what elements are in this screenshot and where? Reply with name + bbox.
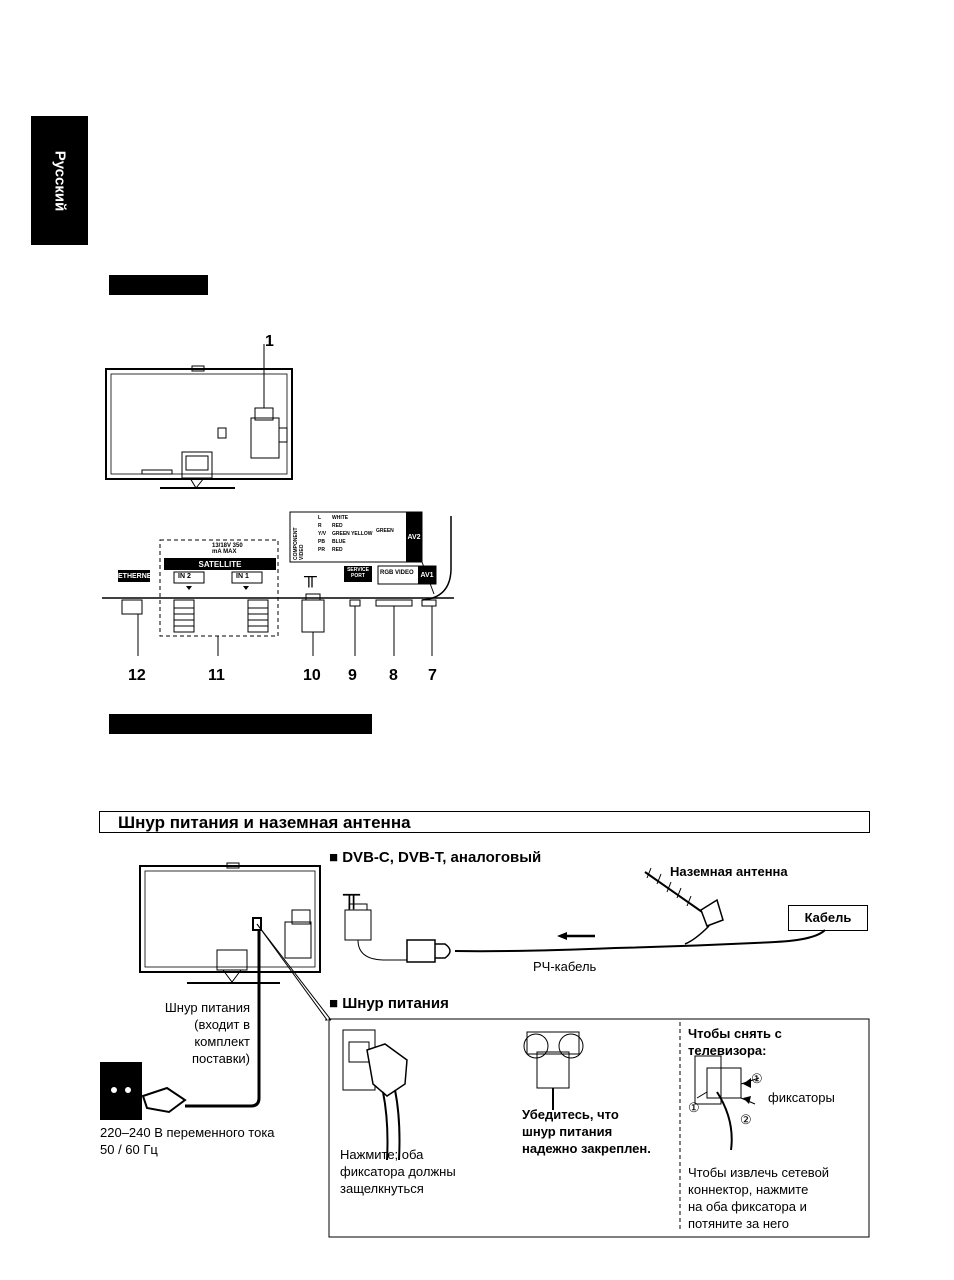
- secure-note: Убедитесь, что шнур питания надежно закр…: [522, 1107, 651, 1156]
- callout-8: 8: [389, 667, 398, 684]
- latch-mark-1b: ①: [688, 1100, 700, 1115]
- satellite-label: SATELLITE: [198, 560, 242, 569]
- sat-power-label: 13/18V 350 mA MAX: [212, 543, 243, 555]
- callout-12: 12: [128, 667, 146, 684]
- remove-note: Чтобы извлечь сетевой коннектор, нажмите…: [688, 1165, 830, 1231]
- callout-1: 1: [265, 333, 274, 350]
- press-note: Нажмите; оба фиксатора должны защелкнуть…: [340, 1147, 456, 1196]
- callout-11: 11: [208, 667, 225, 684]
- tv-rear-diagram: [105, 344, 293, 489]
- av2-label: AV2: [407, 534, 421, 541]
- service-port-label: SERVICE PORT: [347, 567, 369, 579]
- green-label: GREEN: [376, 528, 394, 534]
- section-title: Шнур питания и наземная антенна: [118, 813, 411, 832]
- terminal-panel-diagram: ╥: [102, 511, 454, 656]
- av1-label: AV1: [420, 572, 434, 579]
- component-label: COMPONENT VIDEO: [293, 527, 305, 561]
- heading-bar-2: [109, 714, 372, 734]
- cable-label: Кабель: [804, 910, 852, 925]
- language-tab-label: Русский: [51, 150, 68, 211]
- language-tab: Русский: [31, 116, 88, 245]
- section-title-box: Шнур питания и наземная антенна: [99, 811, 870, 833]
- callout-10: 10: [303, 667, 321, 684]
- component-colors: WHITE RED GREEN YELLOW BLUE RED: [332, 515, 373, 553]
- latches-label: фиксаторы: [768, 1090, 835, 1105]
- mains-note: 220–240 В переменного тока 50 / 60 Гц: [100, 1125, 275, 1157]
- callout-9: 9: [348, 667, 357, 684]
- svg-text:╥: ╥: [342, 881, 361, 910]
- in1-label: IN 1: [236, 573, 249, 580]
- latch-mark-2: ②: [740, 1112, 752, 1127]
- callout-7: 7: [428, 667, 437, 684]
- antenna-heading: ■ DVB-C, DVB-T, аналоговый: [329, 849, 542, 866]
- component-rows: L R Y/V PB PR: [318, 515, 327, 553]
- connection-diagram: ╥: [100, 862, 870, 1238]
- remove-title: Чтобы снять с телевизора:: [688, 1026, 782, 1058]
- heading-bar-1: [109, 275, 208, 295]
- terrestrial-antenna-label: Наземная антенна: [670, 864, 788, 879]
- rf-cable-label: РЧ-кабель: [533, 959, 597, 974]
- cable-box: Кабель: [788, 905, 868, 931]
- power-heading: ■ Шнур питания: [329, 995, 449, 1012]
- latch-mark-1a: ①: [751, 1071, 763, 1086]
- rgb-video-label: RGB VIDEO: [380, 570, 414, 576]
- power-cord-note: Шнур питания (входит в комплект поставки…: [164, 1000, 250, 1066]
- svg-text:╥: ╥: [303, 566, 317, 588]
- in2-label: IN 2: [178, 573, 191, 580]
- ethernet-label: ETHERNET: [118, 573, 156, 580]
